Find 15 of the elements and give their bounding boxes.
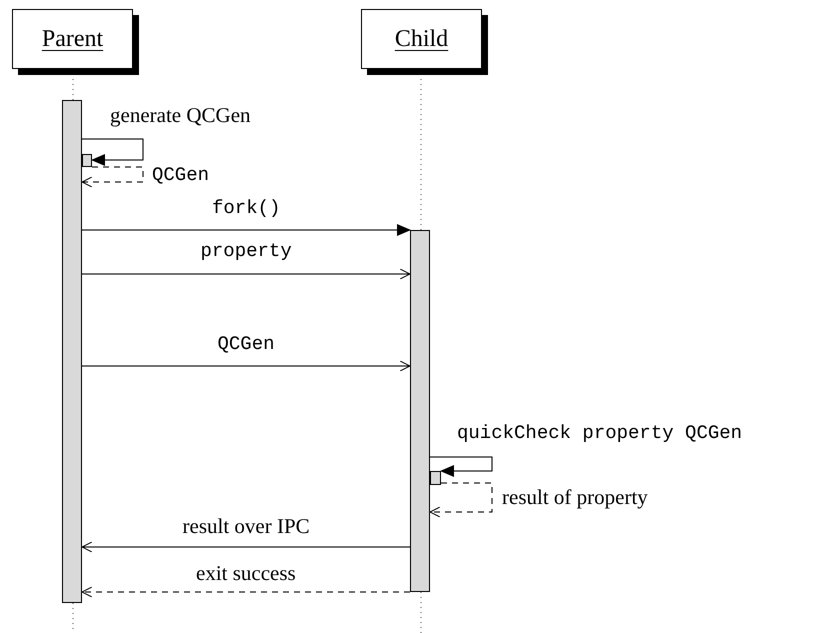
return-arrow — [430, 482, 492, 518]
message-arrow — [82, 542, 410, 552]
lifeline-name: Parent — [42, 26, 104, 52]
message-arrow — [430, 456, 492, 477]
activation-bar — [410, 230, 430, 592]
lifeline-name: Child — [394, 26, 448, 52]
activation-bar — [82, 154, 92, 167]
message-arrow — [82, 138, 144, 166]
message-arrow — [82, 360, 410, 372]
activation-bar — [62, 100, 82, 603]
activation-bar — [430, 471, 441, 485]
message-arrow — [82, 268, 410, 280]
return-arrow — [82, 166, 144, 188]
return-arrow — [82, 586, 410, 598]
message-arrow — [82, 224, 411, 236]
